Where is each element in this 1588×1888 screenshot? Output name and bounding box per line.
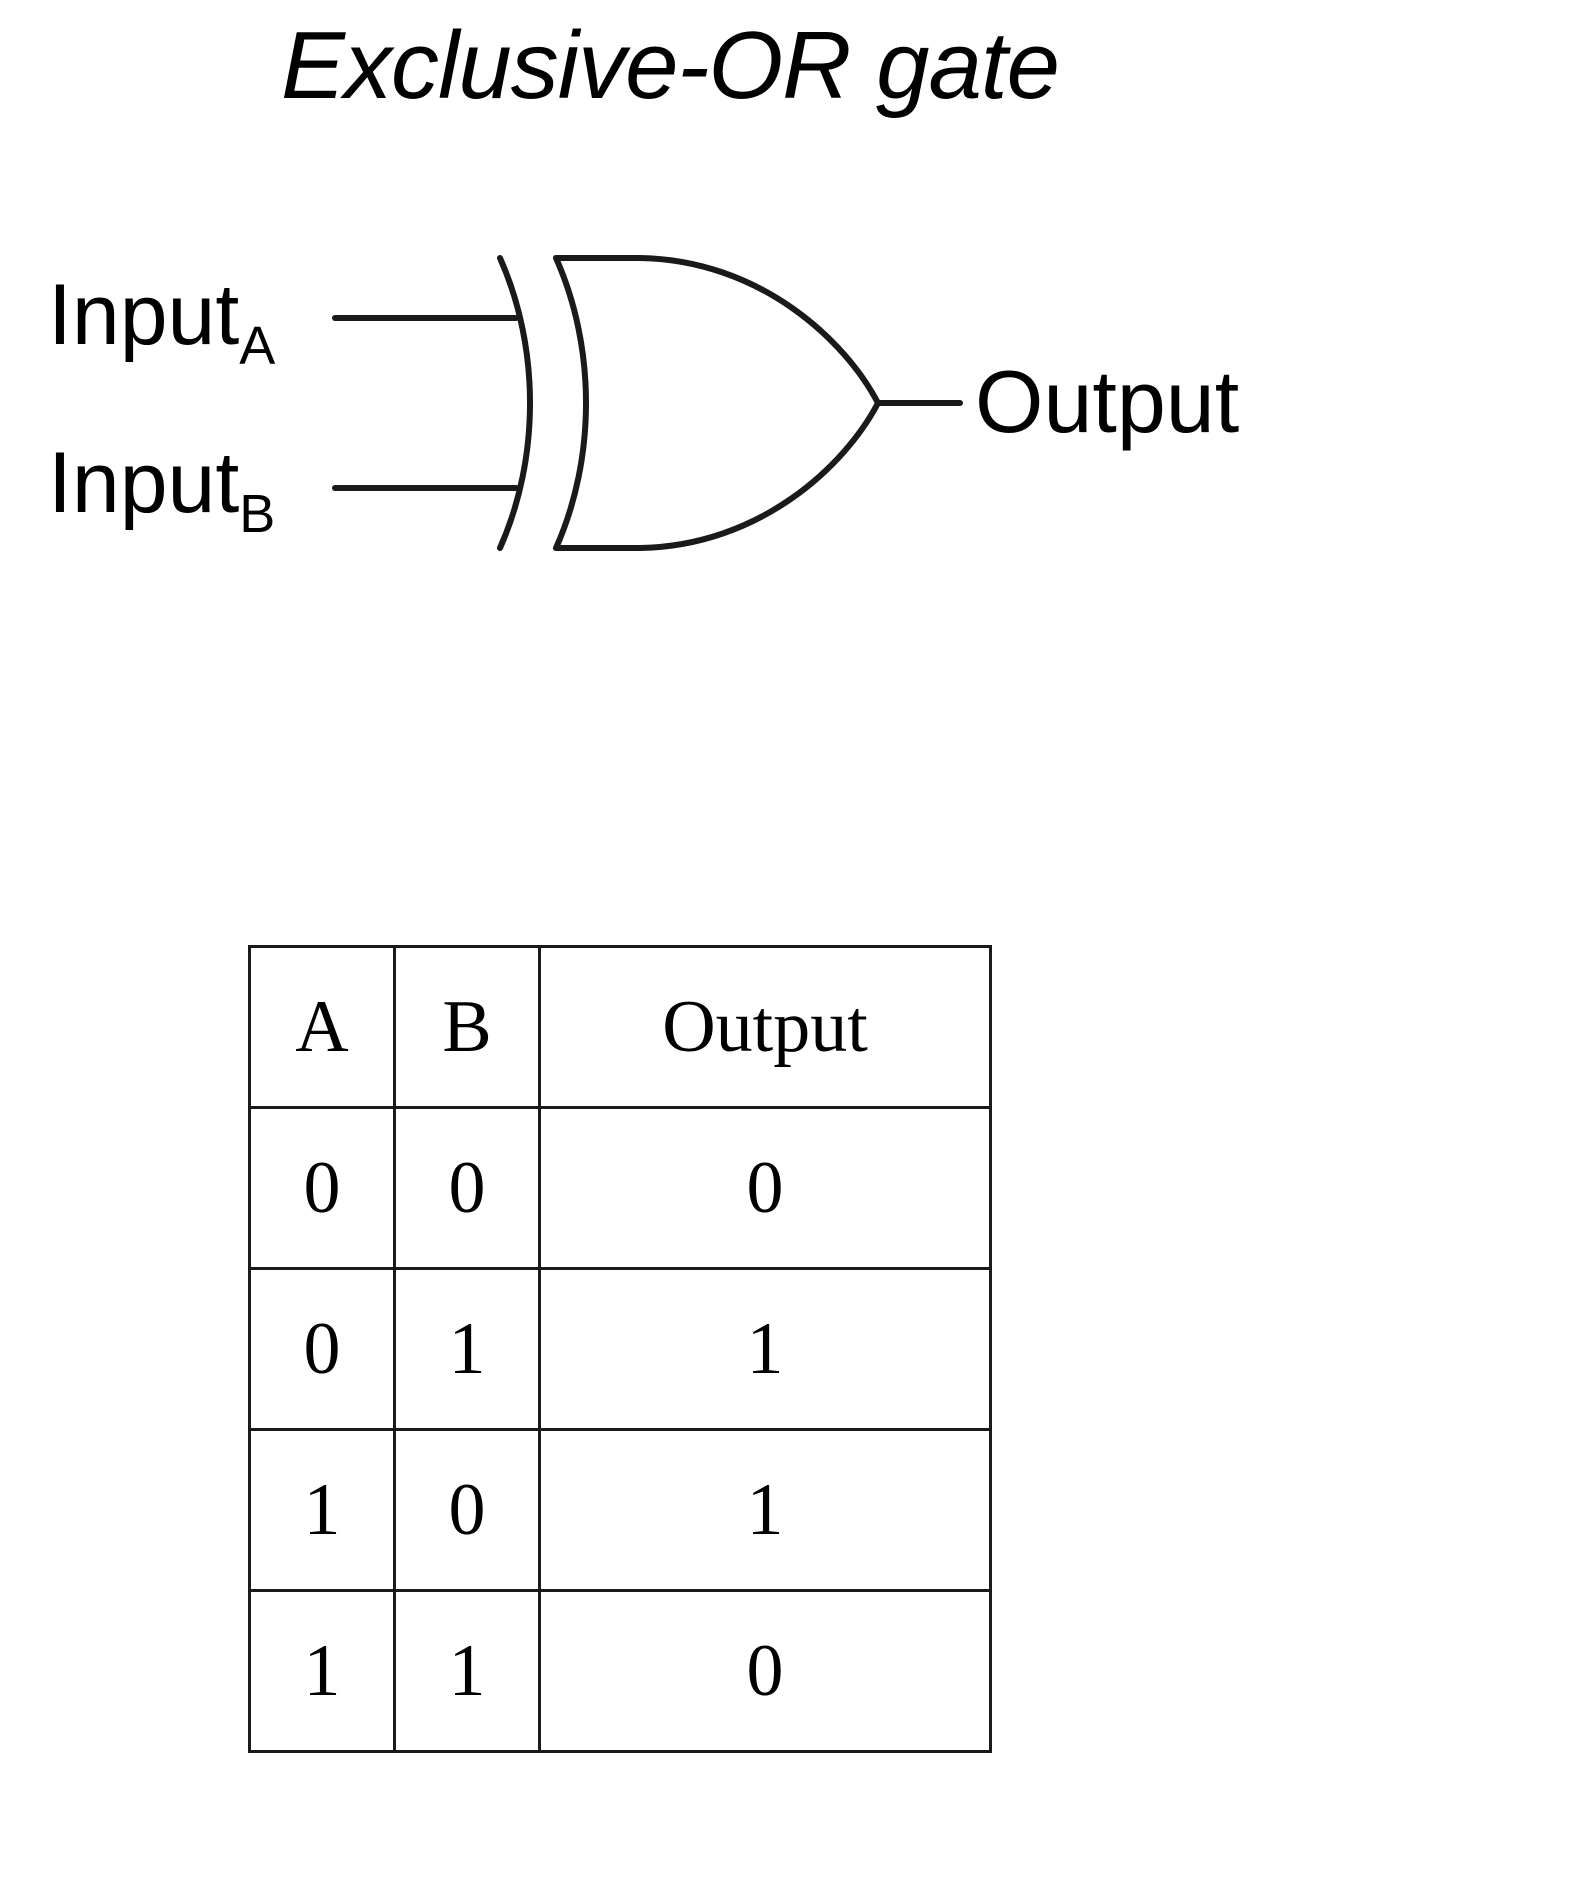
cell-output: 0 [538,1589,992,1753]
truth-table-body: 0 0 0 0 1 1 1 0 1 1 1 0 [248,1106,992,1753]
column-header-output: Output [538,945,992,1109]
cell-a: 0 [248,1106,396,1270]
input-a-text: Input [48,267,240,363]
input-b-label: InputB [48,440,275,541]
cell-a: 1 [248,1428,396,1592]
cell-a: 1 [248,1589,396,1753]
cell-b: 1 [393,1589,541,1753]
or-bottom-curve [553,400,881,551]
table-row: 1 0 1 [248,1428,992,1592]
or-back-arc [553,255,589,551]
table-row: 1 1 0 [248,1589,992,1753]
truth-table-container: A B Output 0 0 0 0 1 1 1 0 1 1 [248,945,992,1753]
xor-outer-arc [497,255,533,551]
table-row: 0 0 0 [248,1106,992,1270]
cell-b: 1 [393,1267,541,1431]
xor-gate-svg [332,255,963,551]
input-a-subscript: A [239,316,276,376]
or-top-curve [553,255,881,406]
cell-a: 0 [248,1267,396,1431]
column-header-b: B [393,945,541,1109]
cell-b: 0 [393,1106,541,1270]
input-b-text: Input [48,435,240,531]
cell-output: 1 [538,1428,992,1592]
input-a-label: InputA [48,272,275,373]
truth-table-head: A B Output [248,945,992,1109]
output-label: Output [975,352,1240,451]
input-b-subscript: B [239,484,276,544]
cell-output: 0 [538,1106,992,1270]
table-row: 0 1 1 [248,1267,992,1431]
xor-gate-diagram: InputA InputB Output [0,0,1400,551]
truth-table: A B Output 0 0 0 0 1 1 1 0 1 1 [248,945,992,1753]
cell-output: 1 [538,1267,992,1431]
column-header-a: A [248,945,396,1109]
cell-b: 0 [393,1428,541,1592]
page-title: Exclusive-OR gate [281,12,1060,119]
table-header-row: A B Output [248,945,992,1109]
